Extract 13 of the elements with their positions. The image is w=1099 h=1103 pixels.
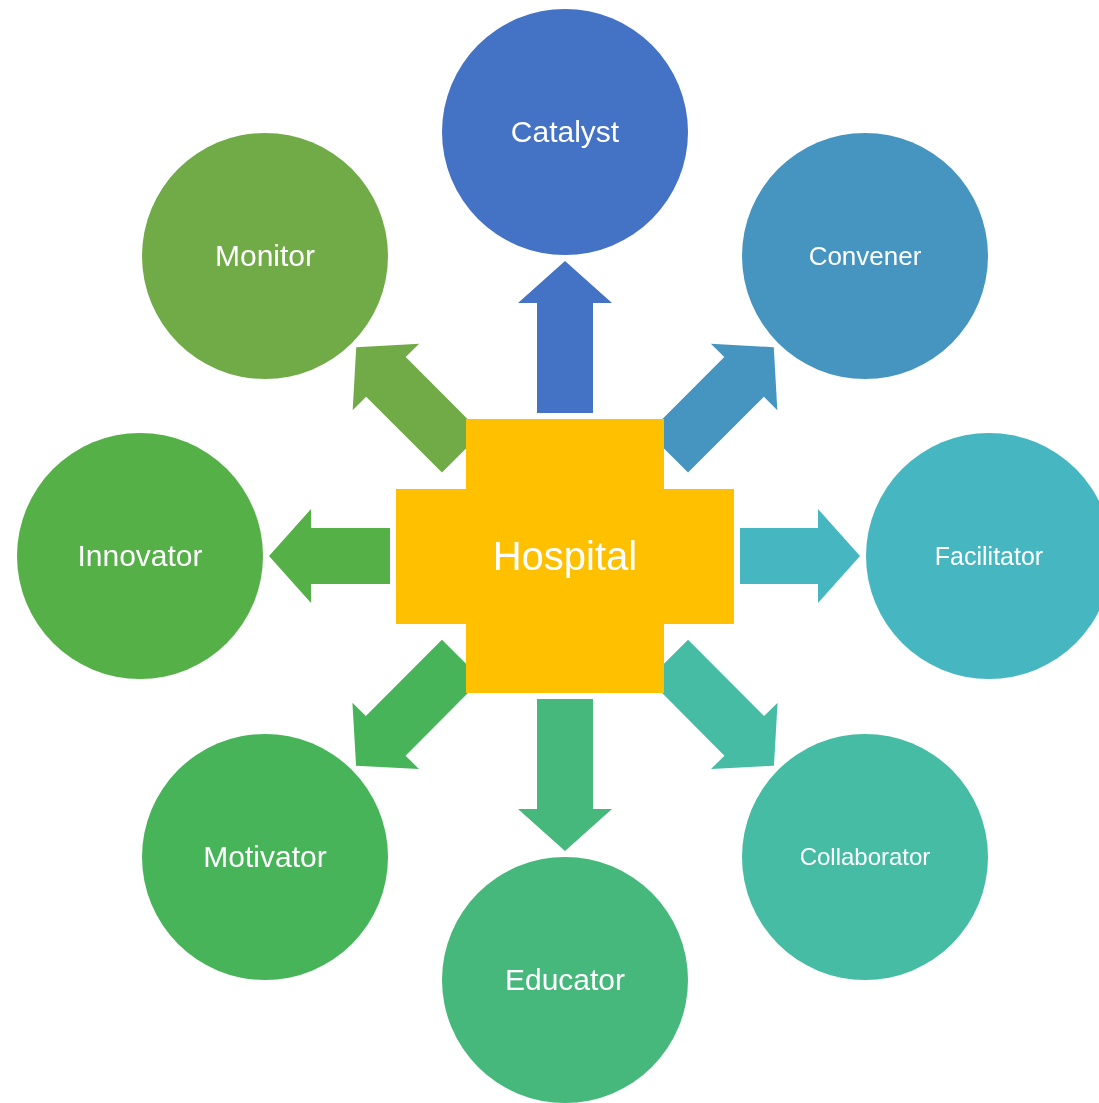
block-arrow [269, 509, 390, 603]
role-label: Monitor [214, 239, 315, 273]
role-label: Educator [504, 963, 626, 997]
role-label: Facilitator [934, 541, 1044, 571]
block-arrow [740, 509, 860, 603]
role-label: Collaborator [799, 843, 931, 871]
role-label: Convener [808, 240, 922, 272]
center-label: Hospital [492, 533, 638, 579]
role-label: Innovator [77, 539, 203, 573]
block-arrow [518, 261, 612, 413]
block-arrow [518, 699, 612, 851]
role-label: Catalyst [510, 115, 620, 149]
role-label: Motivator [203, 840, 327, 874]
